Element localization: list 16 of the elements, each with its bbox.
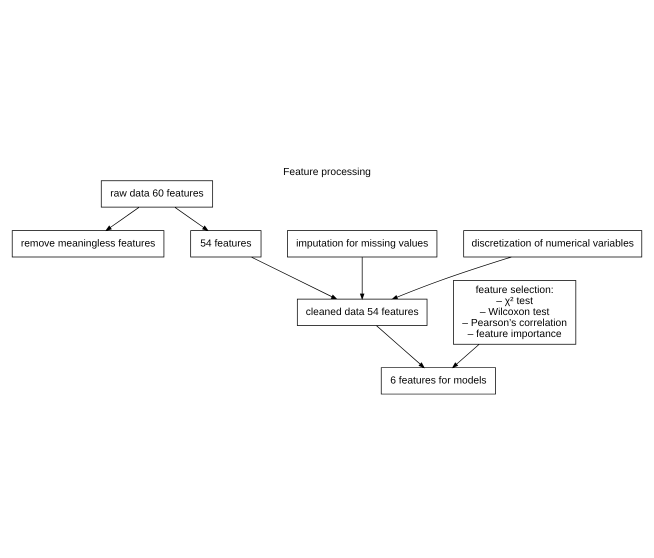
node-box: feature selection: – χ² test – Wilcoxon test – Pearson’s correlation – feature importance <box>453 280 576 345</box>
diagram-title: Feature processing <box>283 167 371 178</box>
arrow <box>452 344 480 368</box>
node-box: cleaned data 54 features <box>296 298 428 326</box>
arrow <box>376 325 425 368</box>
node-box: 6 features for models <box>380 367 496 394</box>
node-box: 54 features <box>190 230 262 258</box>
arrow <box>174 207 209 232</box>
node-box: discretization of numerical variables <box>463 230 642 258</box>
arrow <box>391 256 512 300</box>
node-box: imputation for missing values <box>287 230 438 258</box>
arrow <box>360 256 364 300</box>
node-box: remove meaningless features <box>12 230 164 258</box>
node-box: raw data 60 features <box>100 180 214 208</box>
arrow <box>105 207 140 232</box>
arrow <box>251 256 338 300</box>
